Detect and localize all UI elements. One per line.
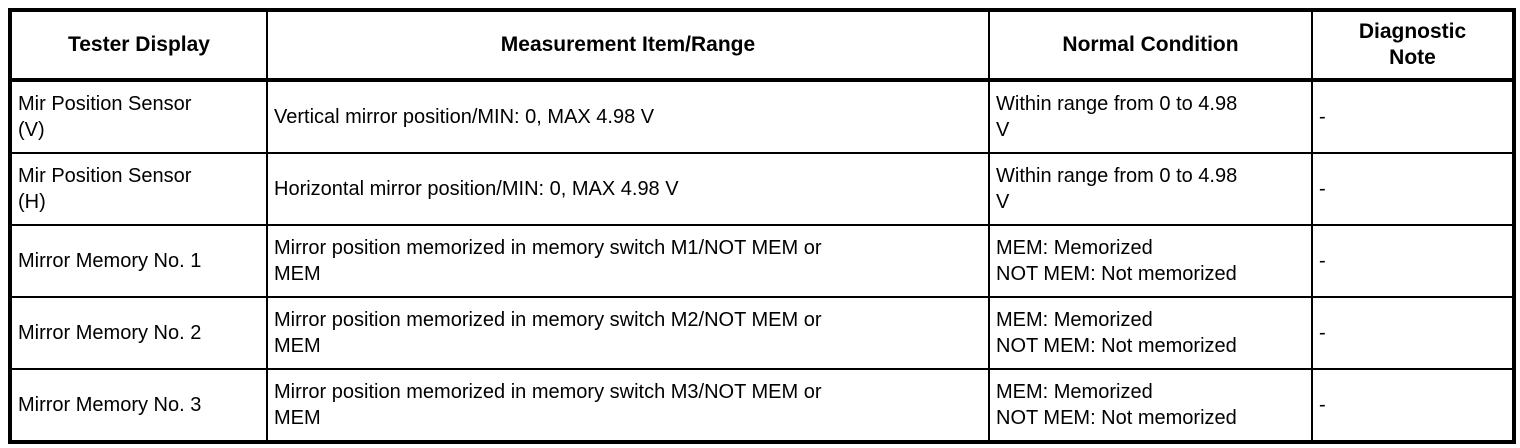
- cell-tester-display: Mirror Memory No. 3: [9, 368, 268, 443]
- table-row: Mirror Memory No. 3 Mirror position memo…: [9, 368, 1515, 443]
- cell-normal-condition: MEM: Memorized NOT MEM: Not memorized: [988, 296, 1313, 370]
- column-header-normal-condition: Normal Condition: [988, 9, 1313, 82]
- cell-diagnostic-note: -: [1311, 152, 1515, 226]
- cell-measurement-item-range: Mirror position memorized in memory swit…: [266, 296, 990, 370]
- cell-normal-condition: MEM: Memorized NOT MEM: Not memorized: [988, 368, 1313, 443]
- table-row: Mirror Memory No. 2 Mirror position memo…: [9, 296, 1515, 370]
- cell-tester-display: Mirror Memory No. 1: [9, 224, 268, 298]
- cell-tester-display: Mir Position Sensor (H): [9, 152, 268, 226]
- cell-diagnostic-note: -: [1311, 368, 1515, 443]
- cell-measurement-item-range: Horizontal mirror position/MIN: 0, MAX 4…: [266, 152, 990, 226]
- cell-normal-condition: Within range from 0 to 4.98 V: [988, 152, 1313, 226]
- cell-tester-display: Mir Position Sensor (V): [9, 79, 268, 154]
- column-header-diagnostic-note: Diagnostic Note: [1311, 9, 1515, 82]
- cell-normal-condition: Within range from 0 to 4.98 V: [988, 79, 1313, 154]
- table-row: Mir Position Sensor (H) Horizontal mirro…: [9, 152, 1515, 226]
- column-header-tester-display: Tester Display: [9, 9, 268, 82]
- cell-tester-display: Mirror Memory No. 2: [9, 296, 268, 370]
- column-header-measurement-item-range: Measurement Item/Range: [266, 9, 990, 82]
- table-row: Mirror Memory No. 1 Mirror position memo…: [9, 224, 1515, 298]
- cell-diagnostic-note: -: [1311, 296, 1515, 370]
- table-row: Mir Position Sensor (V) Vertical mirror …: [9, 79, 1515, 154]
- cell-measurement-item-range: Mirror position memorized in memory swit…: [266, 224, 990, 298]
- header-row: Tester Display Measurement Item/Range No…: [9, 9, 1515, 82]
- diagnostic-data-table: Tester Display Measurement Item/Range No…: [8, 8, 1516, 444]
- cell-normal-condition: MEM: Memorized NOT MEM: Not memorized: [988, 224, 1313, 298]
- cell-measurement-item-range: Mirror position memorized in memory swit…: [266, 368, 990, 443]
- cell-measurement-item-range: Vertical mirror position/MIN: 0, MAX 4.9…: [266, 79, 990, 154]
- cell-diagnostic-note: -: [1311, 224, 1515, 298]
- cell-diagnostic-note: -: [1311, 79, 1515, 154]
